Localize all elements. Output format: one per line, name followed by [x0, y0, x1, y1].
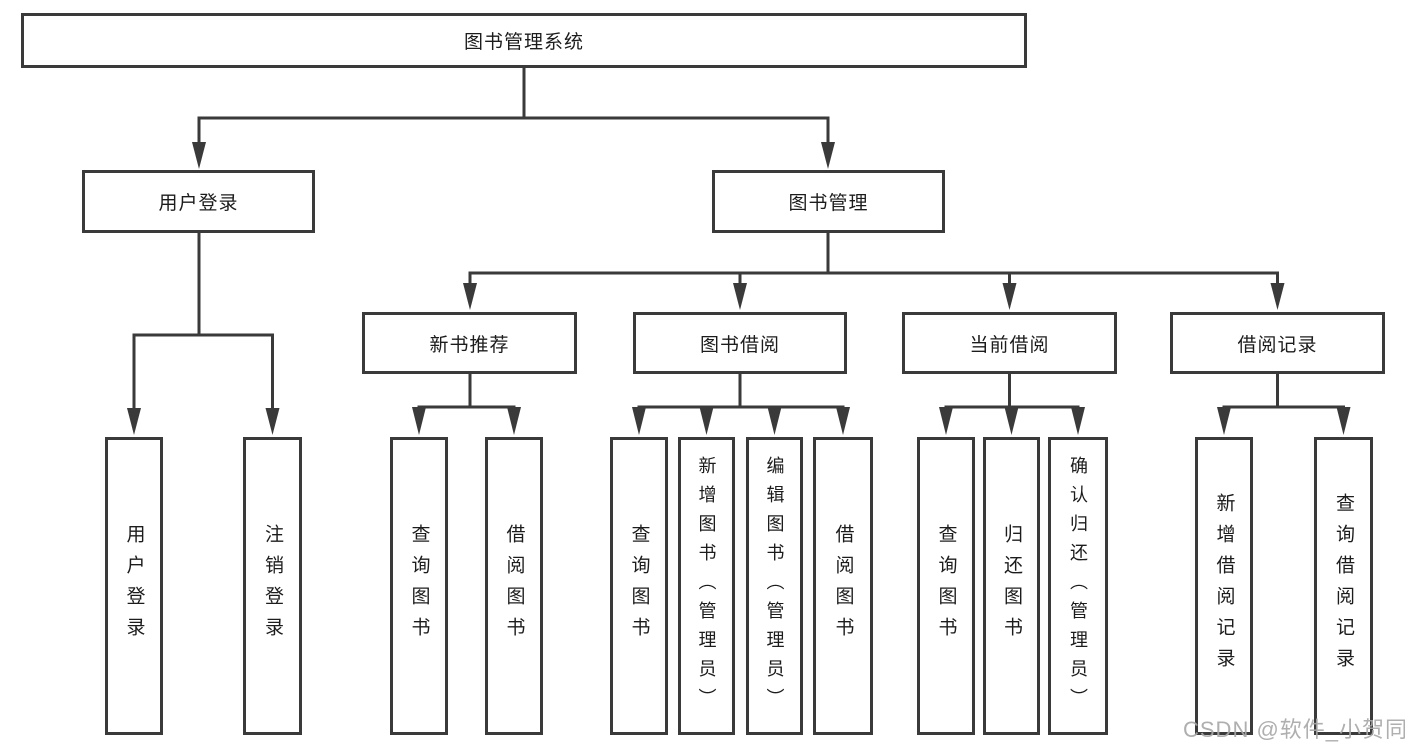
node-leaf-user-login-label: 用户登录 [123, 524, 145, 648]
node-leaf-nb-borrow-book-label: 借阅图书 [503, 524, 525, 648]
node-leaf-bb-borrow-book-label: 借阅图书 [832, 524, 854, 648]
connector-borrow-record-to-leaves [1217, 374, 1351, 435]
node-leaf-bb-add-book-label: 新增图书（管理员） [696, 455, 717, 717]
connector-new-book-rec-to-leaves [412, 374, 521, 435]
node-leaf-cb-confirm-return: 确认归还（管理员） [1048, 437, 1108, 735]
node-borrow-record-label: 借阅记录 [1237, 334, 1318, 356]
node-leaf-cb-return-book-label: 归还图书 [1001, 524, 1022, 648]
node-leaf-cb-return-book: 归还图书 [983, 437, 1040, 735]
csdn-watermark: CSDN @软件_小贺同学 [1183, 717, 1405, 742]
node-leaf-user-login: 用户登录 [105, 437, 163, 735]
node-book-borrow: 图书借阅 [633, 312, 847, 374]
node-book-mgmt-label: 图书管理 [788, 193, 869, 214]
node-leaf-nb-query-book-label: 查询图书 [408, 524, 430, 648]
connector-root-to-level2 [192, 68, 835, 169]
node-user-login-group: 用户登录 [82, 170, 315, 233]
node-leaf-bb-query-book: 查询图书 [610, 437, 668, 735]
node-leaf-cb-query-book-label: 查询图书 [935, 524, 957, 648]
node-new-book-rec: 新书推荐 [362, 312, 577, 374]
node-current-borrow-label: 当前借阅 [969, 334, 1050, 356]
node-leaf-br-query-record: 查询借阅记录 [1314, 437, 1373, 735]
node-leaf-bb-edit-book: 编辑图书（管理员） [746, 437, 803, 735]
node-leaf-logout-label: 注销登录 [262, 524, 283, 648]
node-current-borrow: 当前借阅 [902, 312, 1117, 374]
node-book-mgmt: 图书管理 [712, 170, 945, 233]
node-leaf-bb-add-book: 新增图书（管理员） [678, 437, 735, 735]
node-leaf-br-add-record: 新增借阅记录 [1195, 437, 1253, 735]
connector-book-mgmt-to-level3 [463, 233, 1285, 310]
node-leaf-bb-edit-book-label: 编辑图书（管理员） [764, 455, 785, 717]
connector-book-borrow-to-leaves [632, 374, 850, 435]
node-leaf-bb-query-book-label: 查询图书 [628, 524, 650, 648]
node-leaf-cb-query-book: 查询图书 [917, 437, 975, 735]
connector-current-borrow-to-leaves [939, 374, 1085, 435]
node-leaf-nb-query-book: 查询图书 [390, 437, 448, 735]
node-leaf-cb-confirm-return-label: 确认归还（管理员） [1068, 455, 1088, 717]
connector-user-login-to-leaves [127, 233, 280, 435]
node-leaf-br-query-record-label: 查询借阅记录 [1333, 493, 1354, 679]
node-root-system: 图书管理系统 [21, 13, 1027, 68]
node-root-system-label: 图书管理系统 [463, 32, 584, 53]
node-leaf-bb-borrow-book: 借阅图书 [813, 437, 873, 735]
node-borrow-record: 借阅记录 [1170, 312, 1385, 374]
node-leaf-logout: 注销登录 [243, 437, 302, 735]
node-user-login-group-label: 用户登录 [158, 193, 239, 214]
node-leaf-br-add-record-label: 新增借阅记录 [1213, 493, 1235, 679]
node-new-book-rec-label: 新书推荐 [429, 334, 510, 356]
node-leaf-nb-borrow-book: 借阅图书 [485, 437, 543, 735]
node-book-borrow-label: 图书借阅 [699, 334, 780, 356]
